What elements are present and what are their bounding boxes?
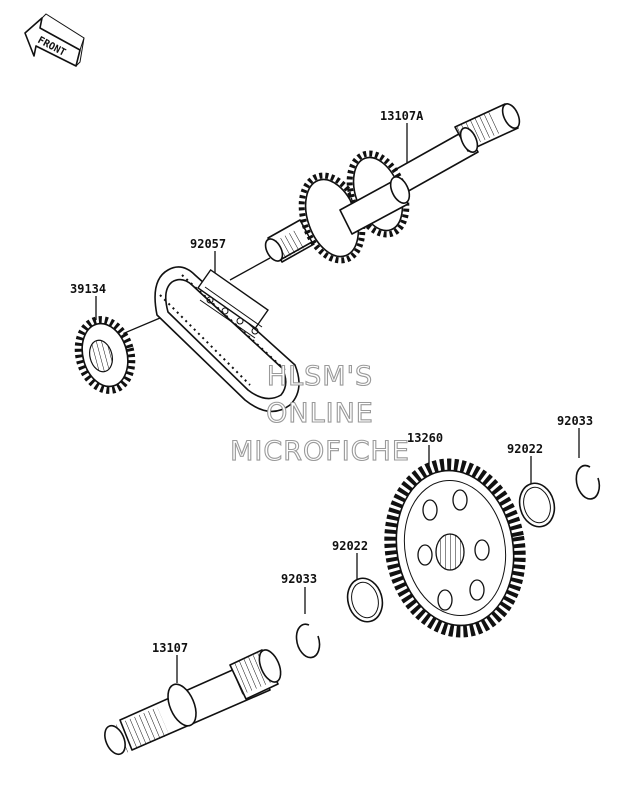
shaft-13107 [104, 649, 282, 756]
watermark-line-1: HLSM'S [267, 361, 373, 392]
circlip-92033-left [295, 623, 321, 659]
watermark-line-3: MICROFICHE [230, 436, 410, 467]
label-92057: 92057 [190, 237, 226, 251]
label-13107: 13107 [152, 641, 188, 655]
label-92033-right: 92033 [557, 414, 593, 428]
label-13107a: 13107A [380, 109, 424, 123]
front-arrow-icon: FRONT [24, 13, 85, 67]
sprocket-39134 [74, 316, 136, 394]
label-92022-left: 92022 [332, 539, 368, 553]
label-39134: 39134 [70, 282, 106, 296]
chain-link-segment [197, 268, 269, 339]
washer-92022-left [346, 577, 384, 623]
label-92022-right: 92022 [507, 442, 543, 456]
watermark: HLSM'S ONLINE MICROFICHE [230, 360, 410, 467]
label-13260: 13260 [407, 431, 443, 445]
shaft-13107a [264, 103, 521, 264]
chain-92057 [154, 266, 300, 413]
gear-13260 [384, 458, 526, 638]
watermark-line-2: ONLINE [266, 398, 374, 429]
washer-92022-right [518, 482, 556, 528]
circlip-92033-right [575, 464, 601, 500]
label-92033-left: 92033 [281, 572, 317, 586]
